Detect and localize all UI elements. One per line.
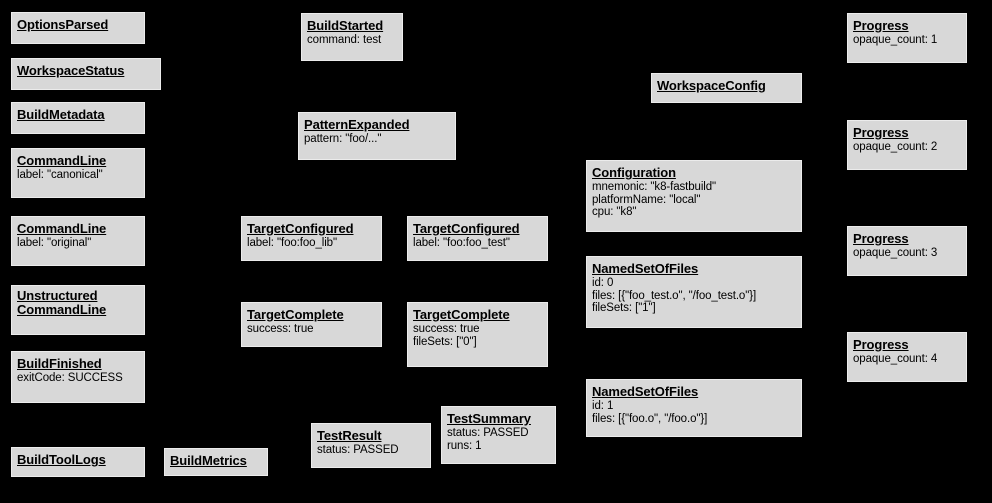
event-node-title: Unstructured CommandLine xyxy=(17,288,107,318)
event-node-title: NamedSetOfFiles xyxy=(592,261,699,276)
event-node-title: Configuration xyxy=(592,165,676,180)
event-node-title: TestResult xyxy=(317,428,382,443)
event-node-fields: mnemonic: "k8-fastbuild" platformName: "… xyxy=(592,181,717,219)
event-node-title: TargetComplete xyxy=(413,307,510,322)
event-node-fields: opaque_count: 2 xyxy=(853,141,938,154)
event-node-build-metrics[interactable]: BuildMetrics xyxy=(164,448,268,476)
event-node-title: TargetComplete xyxy=(247,307,344,322)
event-node-title: WorkspaceStatus xyxy=(17,63,125,78)
event-node-title: OptionsParsed xyxy=(17,17,109,32)
event-node-fields: exitCode: SUCCESS xyxy=(17,372,123,385)
event-node-title: Progress xyxy=(853,18,909,33)
event-node-fields: label: "canonical" xyxy=(17,169,103,182)
event-node-title: BuildStarted xyxy=(307,18,384,33)
event-node-fields: opaque_count: 3 xyxy=(853,247,938,260)
event-node-fields: status: PASSED runs: 1 xyxy=(447,427,529,452)
event-node-title: BuildMetadata xyxy=(17,107,105,122)
event-node-title: Progress xyxy=(853,337,909,352)
event-node-build-metadata[interactable]: BuildMetadata xyxy=(11,102,145,134)
event-node-title: CommandLine xyxy=(17,221,107,236)
event-node-fields: label: "foo:foo_lib" xyxy=(247,237,337,250)
event-node-fields: success: true fileSets: ["0"] xyxy=(413,323,480,348)
event-node-fields: id: 1 files: [{"foo.o", "/foo.o"}] xyxy=(592,400,708,425)
event-node-fields: label: "original" xyxy=(17,237,92,250)
event-node-fields: opaque_count: 4 xyxy=(853,353,938,366)
event-node-options-parsed[interactable]: OptionsParsed xyxy=(11,12,145,44)
event-node-title: TargetConfigured xyxy=(413,221,520,236)
event-node-fields: pattern: "foo/..." xyxy=(304,133,382,146)
event-node-fields: opaque_count: 1 xyxy=(853,34,938,47)
event-node-title: WorkspaceConfig xyxy=(657,78,766,93)
event-node-fields: success: true xyxy=(247,323,314,336)
event-node-workspace-status[interactable]: WorkspaceStatus xyxy=(11,58,161,90)
event-node-title: TargetConfigured xyxy=(247,221,354,236)
event-node-title: BuildToolLogs xyxy=(17,452,106,467)
event-node-title: TestSummary xyxy=(447,411,531,426)
event-node-title: CommandLine xyxy=(17,153,107,168)
event-node-build-tool-logs[interactable]: BuildToolLogs xyxy=(11,447,145,477)
event-node-title: Progress xyxy=(853,125,909,140)
event-node-title: BuildFinished xyxy=(17,356,102,371)
event-node-title: Progress xyxy=(853,231,909,246)
event-node-unstructured-command-line[interactable]: Unstructured CommandLine xyxy=(11,285,145,335)
event-node-title: NamedSetOfFiles xyxy=(592,384,699,399)
event-node-workspace-config[interactable]: WorkspaceConfig xyxy=(651,73,802,103)
event-node-title: PatternExpanded xyxy=(304,117,410,132)
event-node-fields: command: test xyxy=(307,34,382,47)
event-node-title: BuildMetrics xyxy=(170,453,247,468)
event-node-fields: status: PASSED xyxy=(317,444,399,457)
event-node-fields: id: 0 files: [{"foo_test.o", "/foo_test.… xyxy=(592,277,757,315)
event-node-fields: label: "foo:foo_test" xyxy=(413,237,510,250)
